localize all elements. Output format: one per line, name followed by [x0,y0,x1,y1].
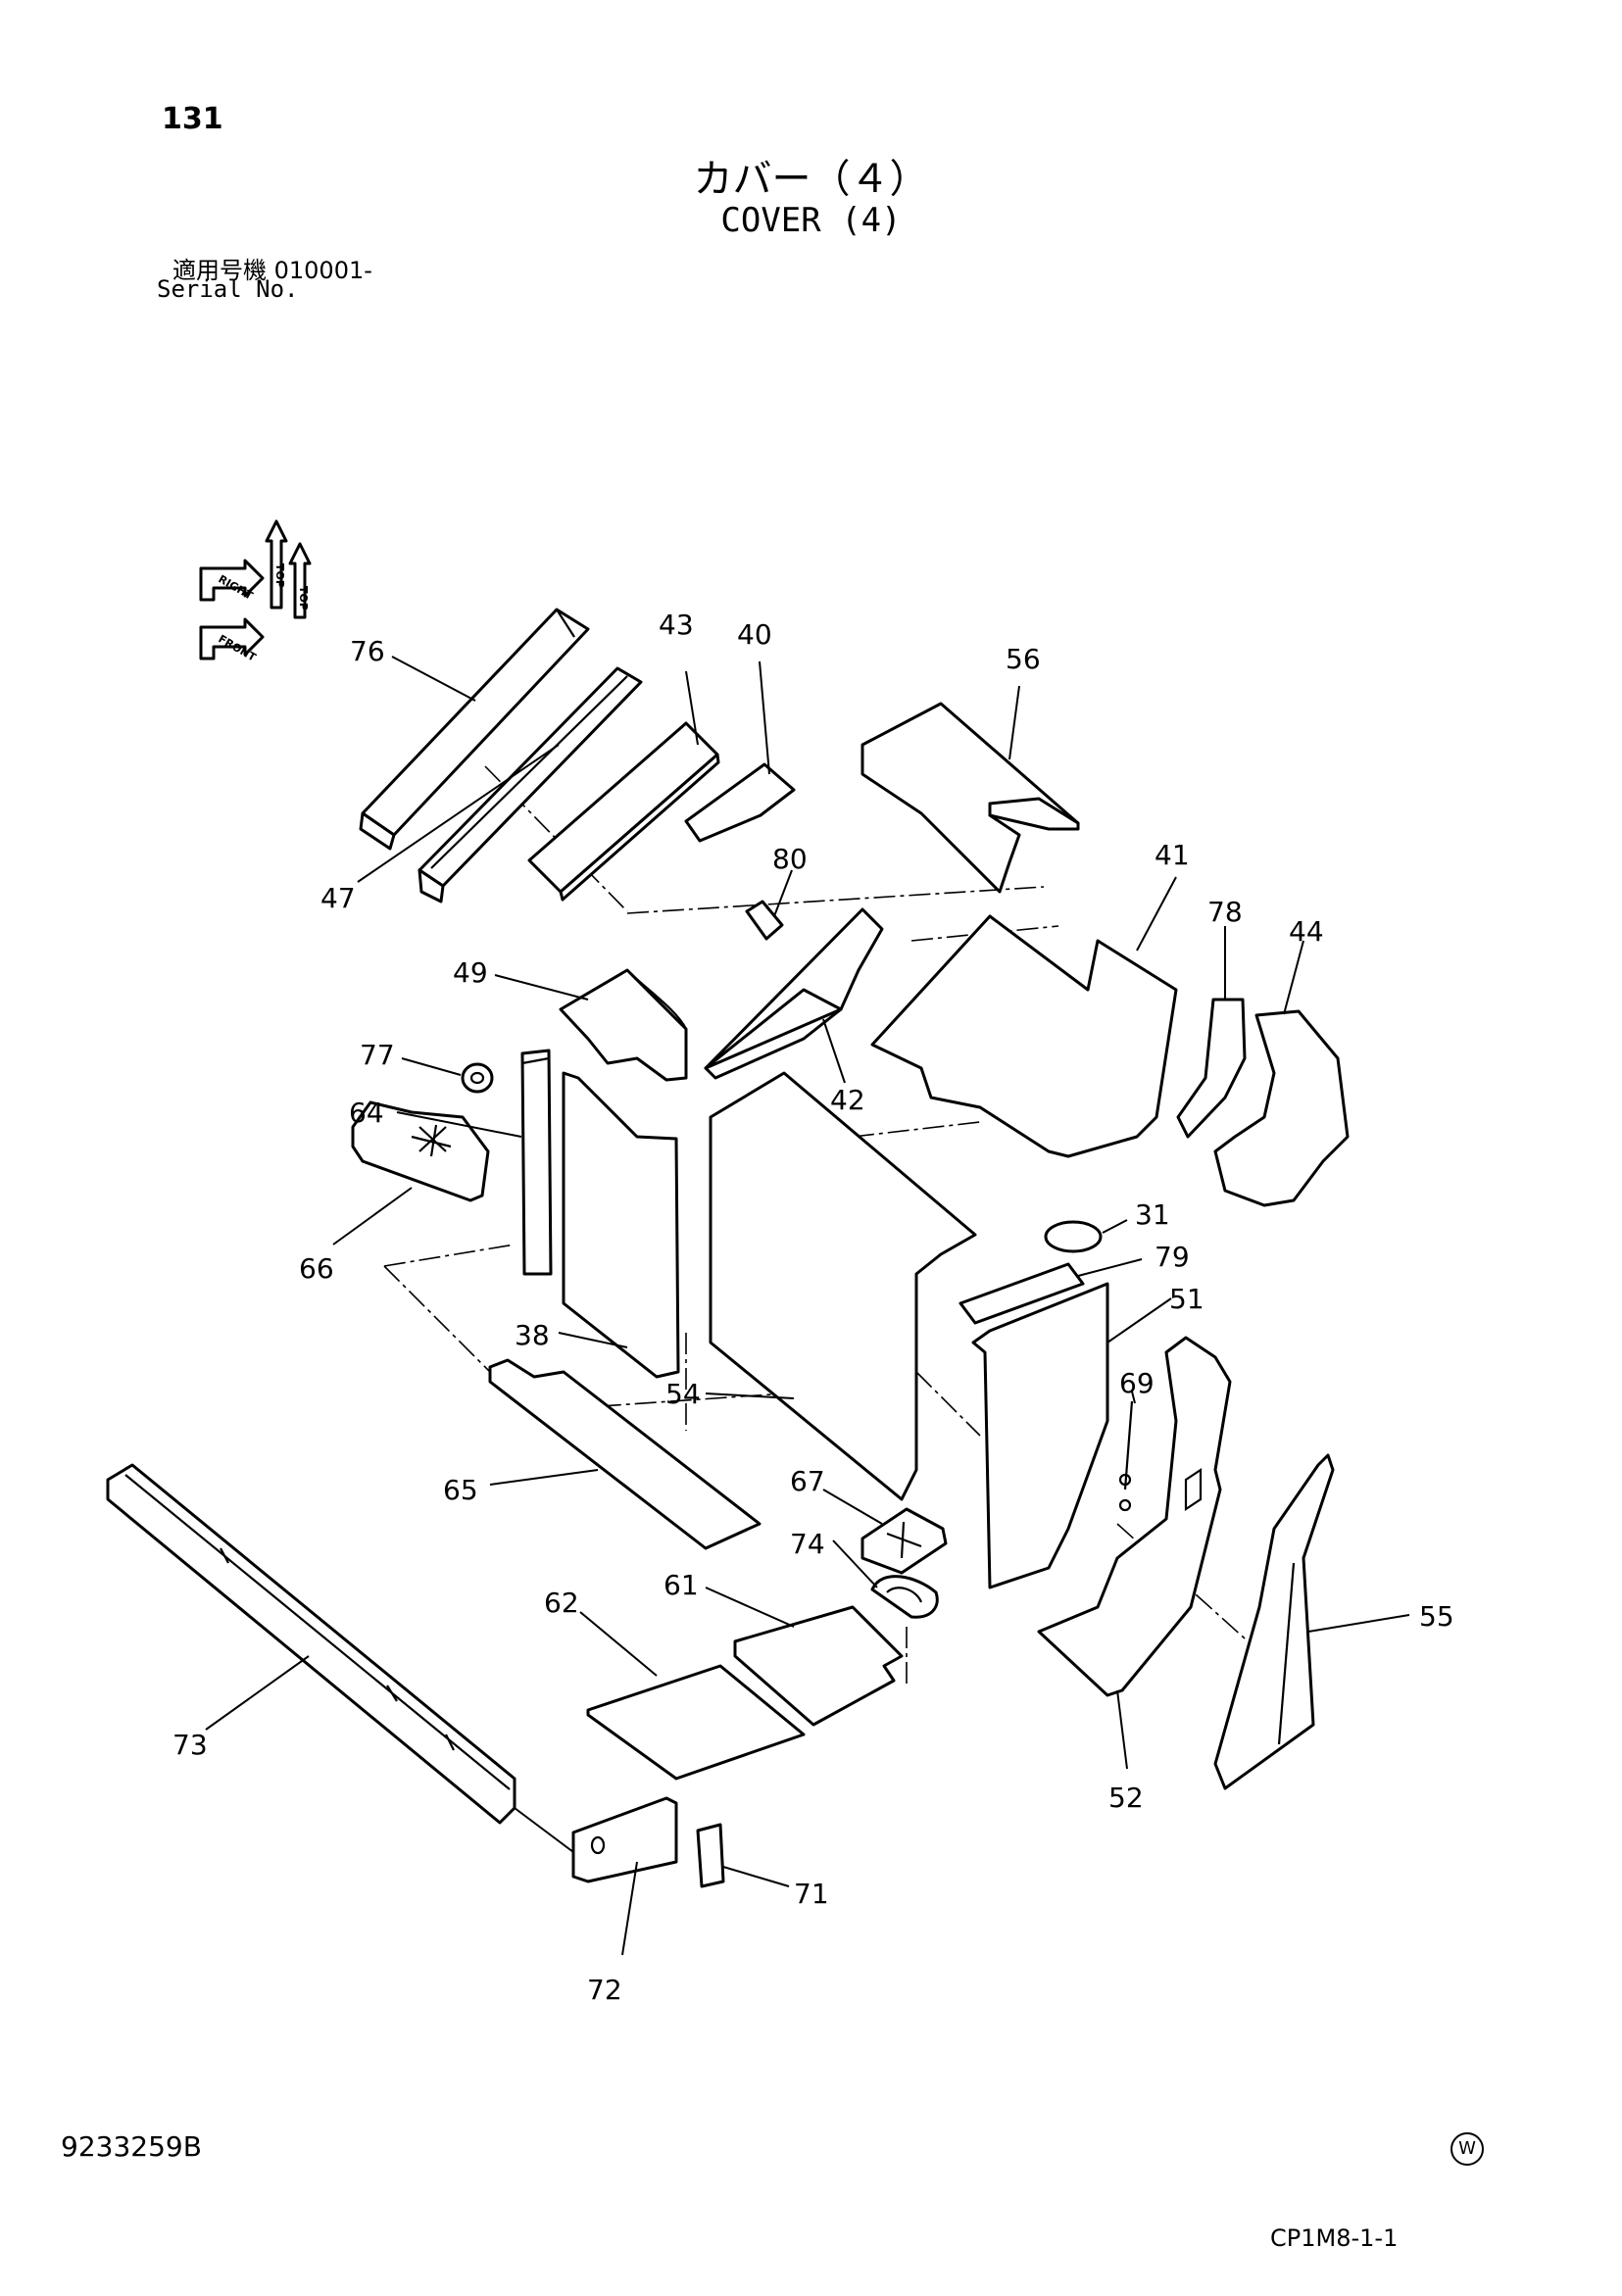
callout-71: 71 [794,1878,829,1910]
part-79 [958,1262,1085,1325]
part-67 [860,1507,948,1575]
part-38 [562,1071,680,1379]
callout-31: 31 [1135,1198,1170,1231]
part-64 [520,1049,553,1276]
callout-72: 72 [587,1974,622,2006]
part-69 [1118,1400,1134,1512]
callout-74: 74 [790,1528,825,1560]
callout-38: 38 [515,1319,550,1351]
part-52 [1037,1336,1232,1697]
orientation-label-top-2: TOP [297,586,310,611]
callout-69: 69 [1119,1367,1155,1399]
callout-66: 66 [299,1252,334,1285]
callout-54: 54 [665,1378,701,1410]
part-47 [418,666,643,904]
callout-55: 55 [1419,1600,1454,1633]
part-74 [870,1575,939,1619]
callout-47: 47 [320,882,356,914]
part-66 [351,1100,490,1202]
part-77 [461,1062,494,1094]
part-49 [559,968,688,1082]
w-circle-mark: W [1450,2132,1484,2166]
serial-label-japanese: 適用号機 010001- [172,257,372,284]
callout-79: 79 [1155,1241,1190,1273]
part-54 [709,1071,977,1501]
callout-51: 51 [1169,1283,1204,1315]
part-44 [1213,1009,1350,1207]
callout-43: 43 [659,609,694,641]
callout-56: 56 [1006,643,1041,675]
part-51 [971,1282,1109,1589]
part-41 [870,914,1178,1158]
callout-41: 41 [1155,839,1190,871]
page-number: 131 [162,102,223,136]
part-62 [586,1664,806,1781]
callout-49: 49 [453,956,488,989]
part-43 [527,721,720,902]
orientation-label-top-1: TOP [273,563,286,588]
callout-80: 80 [772,843,808,875]
part-61 [733,1605,904,1727]
callout-44: 44 [1289,915,1324,948]
callout-labels: 76 47 43 40 56 80 41 78 44 49 77 42 64 3… [172,609,1454,2006]
part-55 [1213,1453,1335,1790]
part-73 [106,1463,516,1825]
part-78 [1176,998,1247,1139]
part-40 [684,762,796,843]
serial-label-english: Serial No. [157,275,299,303]
callout-76: 76 [350,635,385,667]
callout-77: 77 [360,1039,395,1071]
callout-78: 78 [1207,896,1243,928]
part-31 [1044,1220,1103,1253]
callout-73: 73 [172,1729,208,1761]
leader-lines [205,656,1410,1956]
page-title-japanese: カバー（４） [693,157,929,202]
callout-40: 40 [737,618,772,651]
callout-62: 62 [544,1587,579,1619]
page-title-english: COVER (4) [720,201,902,240]
part-80 [745,900,784,941]
callout-64: 64 [349,1097,384,1129]
callout-65: 65 [443,1474,478,1506]
callout-67: 67 [790,1465,825,1497]
callout-52: 52 [1108,1782,1144,1814]
footer-code: CP1M8-1-1 [1270,2224,1399,2252]
callout-61: 61 [664,1569,699,1601]
part-76 [359,608,590,851]
callout-42: 42 [830,1084,865,1116]
part-42 [704,907,884,1080]
part-72 [571,1796,678,1883]
part-56 [860,702,1080,894]
orientation-arrows-icon: TOP TOP RIGHT FRONT [199,519,312,664]
part-71 [696,1823,725,1888]
part-65 [488,1358,762,1550]
document-number: 9233259B [61,2130,202,2163]
